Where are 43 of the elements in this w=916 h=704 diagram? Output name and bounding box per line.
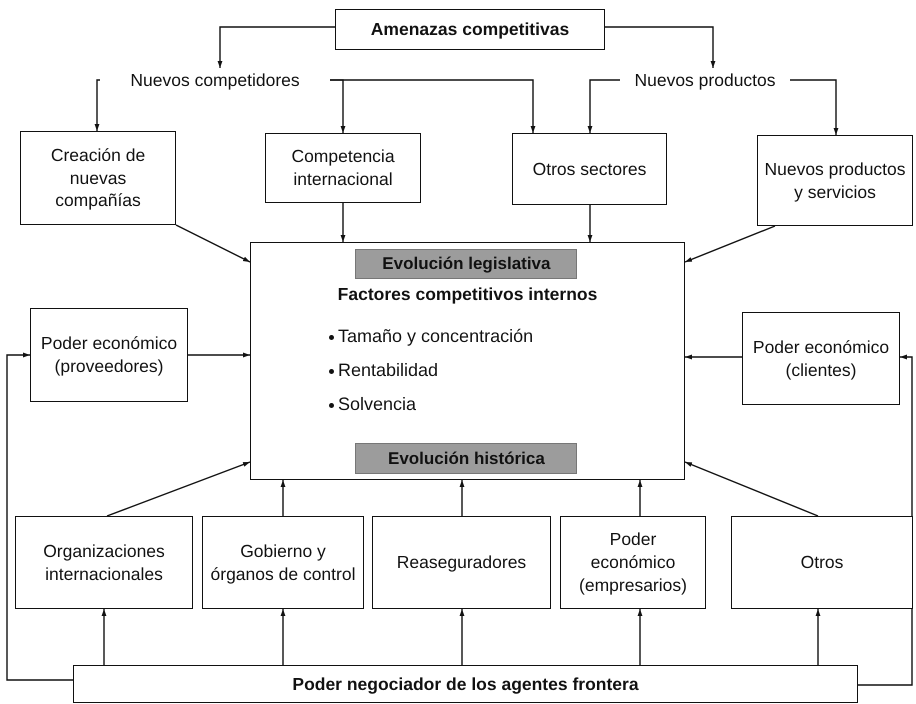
arrow bbox=[460, 480, 464, 516]
arrow bbox=[176, 224, 250, 263]
bullet-item: Rentabilidad bbox=[338, 359, 438, 382]
arrow bbox=[6, 352, 73, 681]
arrow bbox=[218, 26, 335, 68]
arrow bbox=[340, 203, 346, 242]
arrow bbox=[460, 609, 464, 665]
arrow bbox=[94, 79, 100, 131]
process-box: Reaseguradores bbox=[372, 516, 551, 609]
bullet-item: Solvencia bbox=[338, 393, 416, 416]
arrow bbox=[106, 461, 250, 517]
process-box: Organizaciones internacionales bbox=[15, 516, 193, 609]
shaded-band: Evolución legislativa bbox=[355, 249, 578, 280]
arrow bbox=[605, 26, 716, 68]
process-box: Creación de nuevas compañías bbox=[20, 131, 176, 225]
process-box: Poder económico (empresarios) bbox=[560, 516, 706, 609]
arrow bbox=[684, 225, 776, 263]
arrow bbox=[790, 79, 838, 135]
bullet-item: Tamaño y concentración bbox=[338, 325, 534, 348]
process-box: Otros sectores bbox=[512, 133, 667, 205]
arrow bbox=[280, 609, 286, 665]
process-box: Competencia internacional bbox=[265, 133, 421, 203]
arrow bbox=[330, 79, 536, 133]
arrow bbox=[684, 461, 818, 517]
process-box: Poder económico (clientes) bbox=[742, 312, 900, 405]
arrow bbox=[638, 609, 642, 665]
arrow bbox=[280, 480, 286, 516]
arrow bbox=[588, 205, 592, 242]
arrow bbox=[188, 352, 250, 358]
arrow bbox=[102, 609, 106, 665]
central-box bbox=[250, 242, 685, 480]
process-box: Poder económico (proveedores) bbox=[30, 308, 188, 402]
arrow bbox=[638, 480, 642, 516]
process-box: Otros bbox=[731, 516, 913, 609]
shaded-band: Evolución histórica bbox=[355, 443, 578, 474]
arrow bbox=[685, 354, 742, 360]
process-box: Poder negociador de los agentes frontera bbox=[73, 665, 858, 703]
arrow bbox=[816, 609, 820, 665]
section-heading: Factores competitivos internos bbox=[336, 283, 598, 306]
process-box: Amenazas competitivas bbox=[335, 9, 605, 50]
arrow bbox=[588, 79, 620, 133]
process-box: Gobierno y órganos de control bbox=[202, 516, 364, 609]
process-box: Nuevos productos y servicios bbox=[757, 135, 913, 226]
